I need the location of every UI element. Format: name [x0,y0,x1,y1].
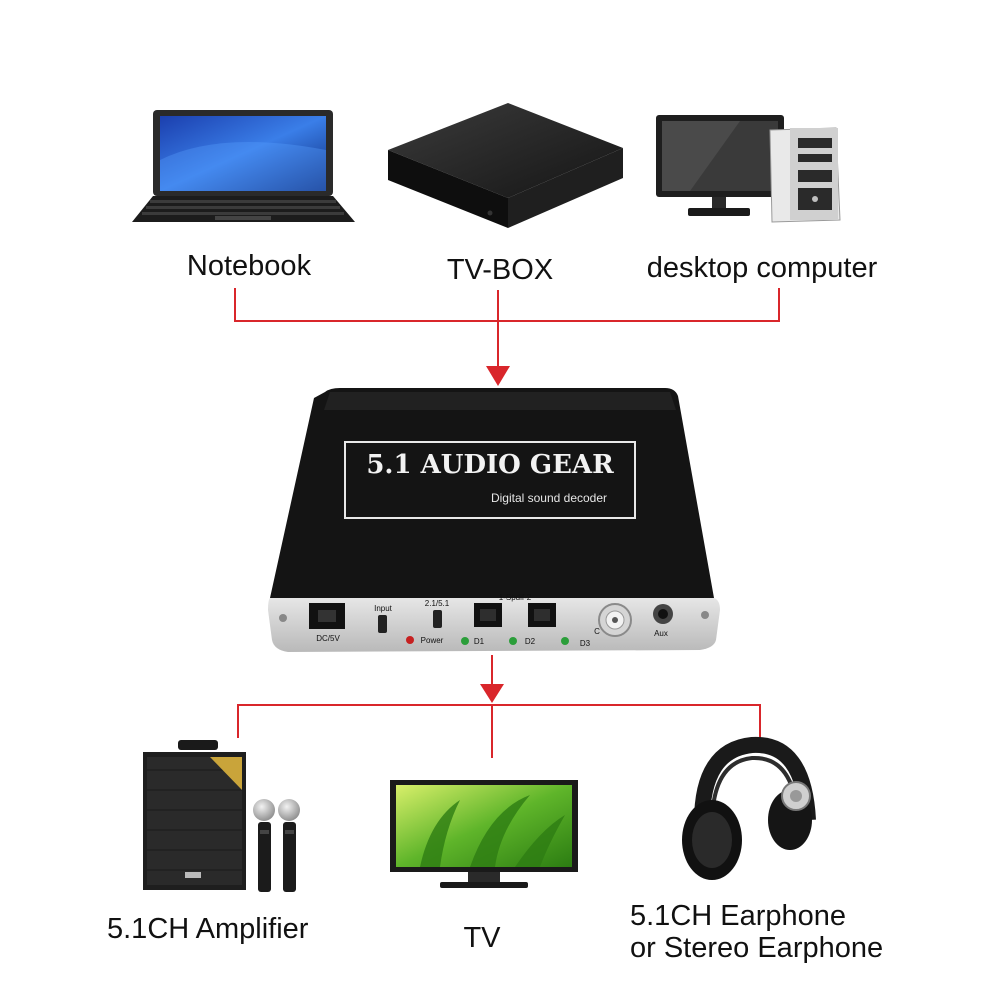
input-connector [234,288,780,368]
source-label-notebook: Notebook [186,250,312,282]
headphones-icon [682,736,816,880]
notebook-icon [132,110,355,222]
device-title: 5.1 AUDIO GEAR [366,450,614,480]
output-label-earphone: 5.1CH Earphone or Stereo Earphone [630,900,883,964]
output-label-amplifier: 5.1CH Amplifier [107,913,309,945]
port-label-coax: C [594,627,600,636]
amplifier-speaker-icon [143,740,246,890]
device-label-frame [344,441,636,519]
port-label-dc: DC/5V [316,634,340,643]
tv-icon [390,780,578,888]
microphone-icon [253,799,275,892]
tv-box-icon [388,103,623,228]
earphone-label-line2: or Stereo Earphone [630,932,884,964]
port-label-d1: D1 [474,637,485,646]
arrow-down-icon [486,366,510,386]
port-label-power: Power [421,636,444,645]
port-label-aux: Aux [654,629,668,638]
device-subtitle: Digital sound decoder [491,491,607,505]
port-label-mode: 2.1/5.1 [425,599,450,608]
output-label-tv: TV [463,922,501,954]
source-label-desktop: desktop computer [646,252,878,284]
microphone-icon [278,799,300,892]
arrow-down-icon [480,684,504,703]
port-label-input: Input [374,604,393,613]
audio-decoder-device: 5.1 AUDIO GEAR Digital sound decoder DC/… [268,388,720,652]
output-connector [237,655,761,758]
earphone-label-line1: 5.1CH Earphone [630,900,847,932]
port-label-d2: D2 [525,637,536,646]
desktop-computer-icon [656,115,841,223]
port-label-d3: D3 [580,639,591,648]
port-label-spdif: 1-Spdif-2 [499,593,532,602]
source-label-tv-box: TV-BOX [446,254,554,286]
